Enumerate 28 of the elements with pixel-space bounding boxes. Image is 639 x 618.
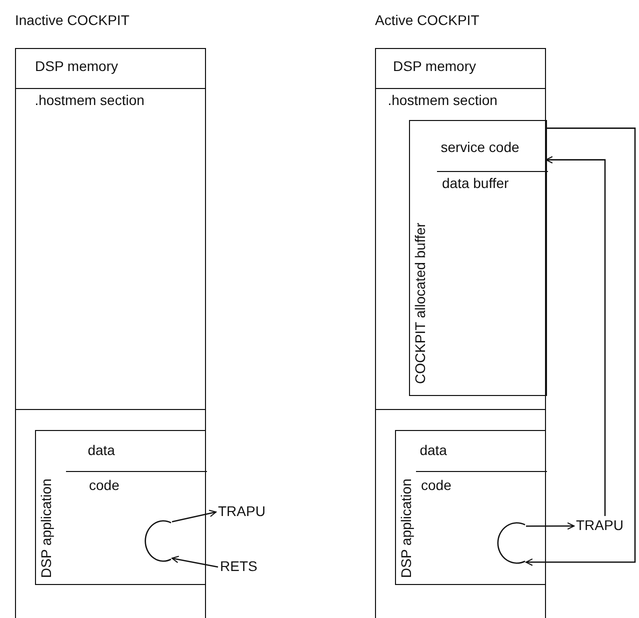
buffer-block — [409, 120, 547, 396]
section-label: service code — [440, 138, 520, 156]
instruction-label: TRAPU — [576, 517, 624, 534]
panel-title: Inactive COCKPIT — [15, 12, 130, 29]
arrow — [172, 510, 217, 522]
memory-section — [15, 88, 206, 410]
arrow — [525, 128, 636, 566]
memory-section — [375, 88, 546, 410]
section-label: data — [420, 442, 447, 459]
application-block — [395, 430, 546, 585]
instruction-label: RETS — [220, 558, 258, 575]
section-label: .hostmem section — [34, 92, 144, 109]
region-label: DSP memory — [35, 58, 118, 75]
section-label: code — [89, 477, 120, 494]
arrow — [171, 556, 218, 568]
section-label: data buffer — [442, 175, 509, 192]
application-block — [35, 430, 206, 585]
arrow — [545, 156, 606, 516]
section-label: data — [88, 442, 115, 459]
section-label: code — [421, 477, 452, 494]
panel-title: Active COCKPIT — [375, 12, 480, 29]
section-label: DSP application — [398, 478, 415, 578]
section-label: .hostmem section — [388, 92, 498, 109]
region-label: DSP memory — [393, 58, 476, 75]
arrow — [526, 522, 575, 530]
instruction-label: TRAPU — [218, 503, 266, 520]
section-label: DSP application — [38, 478, 55, 578]
section-label: COCKPIT allocated buffer — [412, 222, 429, 384]
